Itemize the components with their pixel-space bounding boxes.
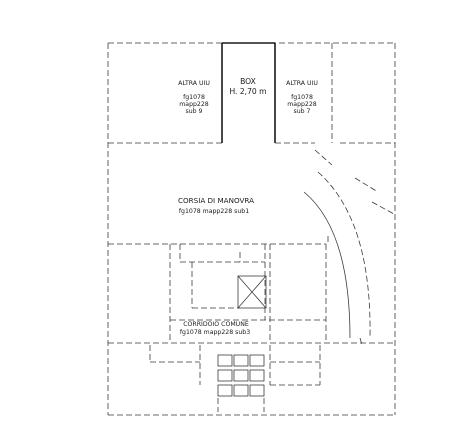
corridoio-title: CORRIDOIO COMUNE [183,321,249,328]
corsia-lower-boundary [108,243,327,340]
outer-boundary [107,42,396,416]
box-unit [221,42,276,143]
altra-uiu-left-line1: fg1078 [183,94,205,101]
label-altra-uiu-right: ALTRA UIU fg1078 mapp228 sub 7 [286,80,318,115]
box-height: H. 2,70 m [229,87,266,96]
altra-uiu-right-title: ALTRA UIU [286,80,318,87]
label-corridoio: CORRIDOIO COMUNE fg1078 mapp228 sub3 [180,321,250,336]
shaft-cross [237,275,267,309]
label-corsia: CORSIA DI MANOVRA fg1078 mapp228 sub1 [178,196,254,215]
corridoio-area [108,337,395,386]
stair-cells [217,354,265,412]
altra-uiu-right-unit [275,43,395,144]
altra-uiu-right-line3: sub 7 [294,108,311,115]
label-altra-uiu-left: ALTRA UIU fg1078 mapp228 sub 9 [178,80,210,115]
corsia-title: CORSIA DI MANOVRA [178,196,254,205]
ramp-curve [303,149,395,339]
altra-uiu-right-line2: mapp228 [287,101,317,108]
corridoio-ref: fg1078 mapp228 sub3 [180,329,250,336]
lower-block [169,244,326,340]
box-title: BOX [240,77,256,86]
altra-uiu-left-title: ALTRA UIU [178,80,210,87]
altra-uiu-right-line1: fg1078 [291,94,313,101]
altra-uiu-left-line2: mapp228 [179,101,209,108]
corsia-ref: fg1078 mapp228 sub1 [179,208,249,215]
label-box: BOX H. 2,70 m [229,77,266,96]
altra-uiu-left-line3: sub 9 [186,108,203,115]
